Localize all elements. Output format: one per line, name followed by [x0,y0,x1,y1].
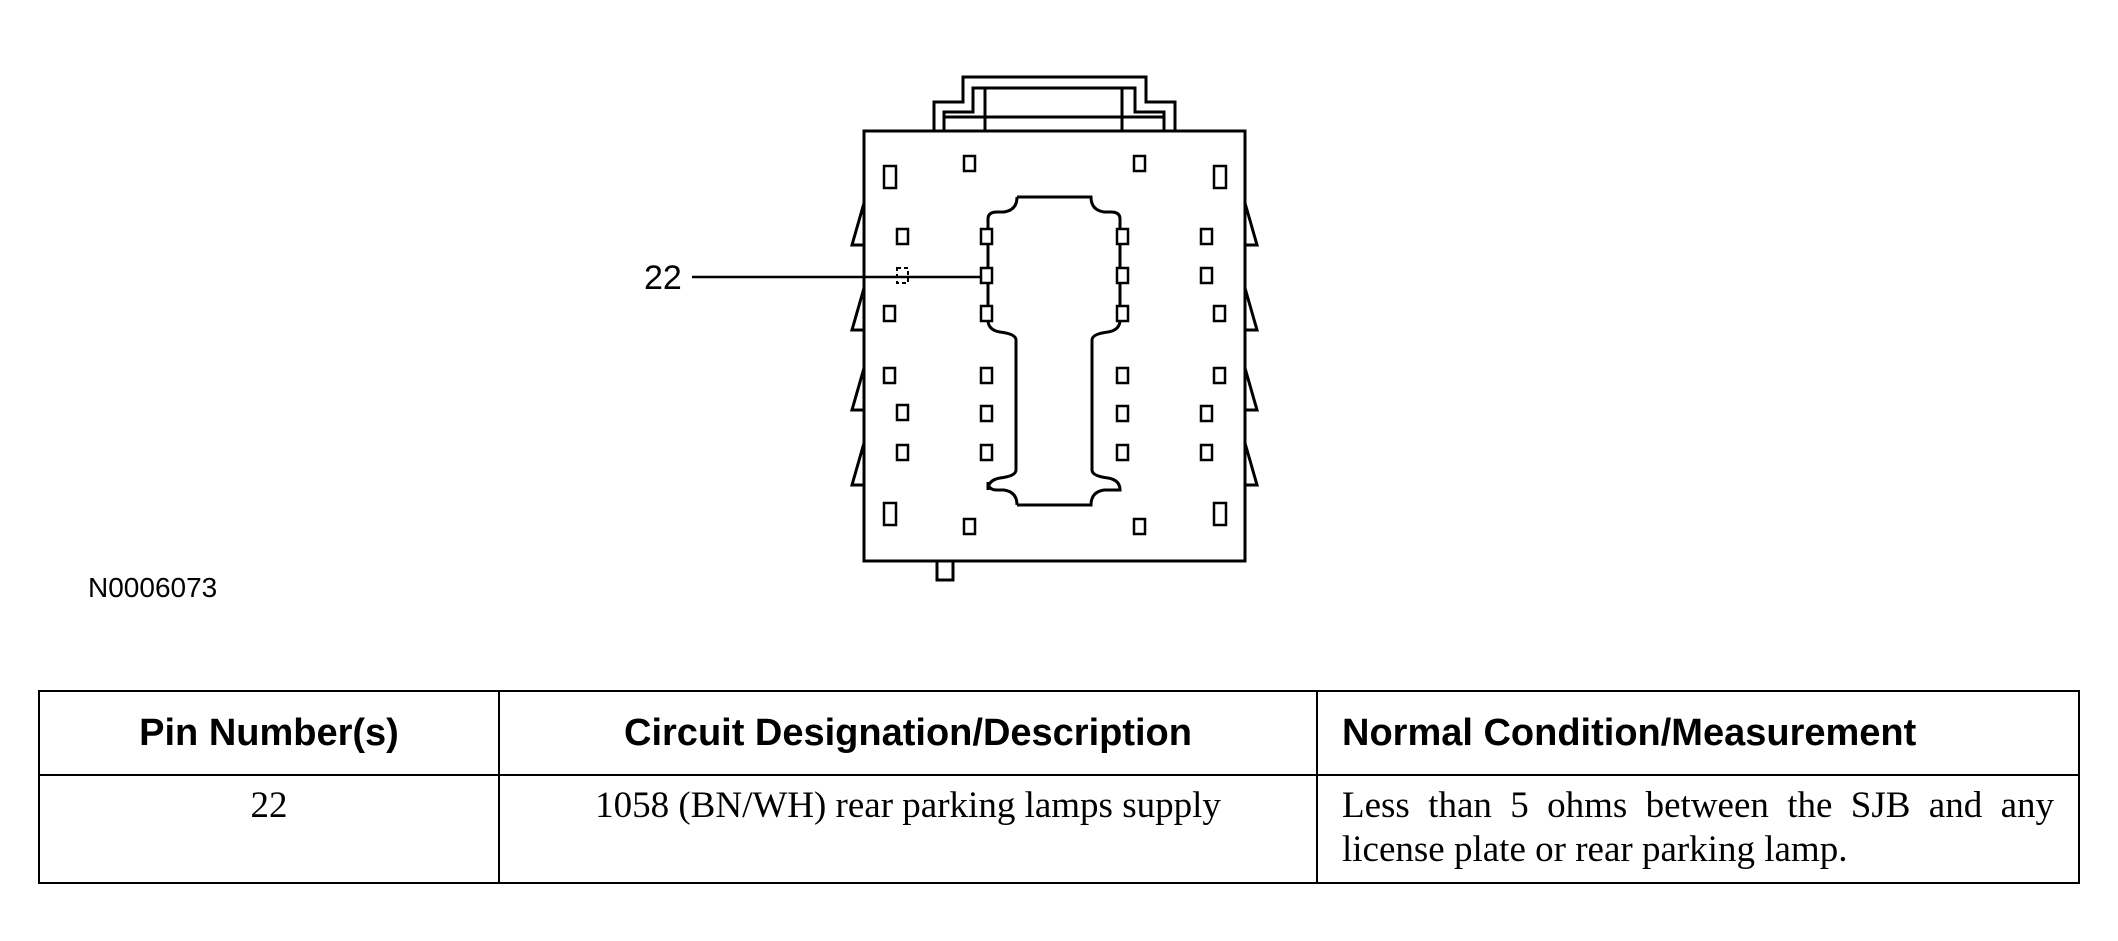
pin-22-label: 22 [644,259,682,297]
cavity [962,517,977,536]
table-header-row: Pin Number(s) Circuit Designation/Descri… [38,690,2080,776]
cavity [882,366,897,385]
cavity [962,154,977,173]
cavity [1212,164,1228,190]
cavity-hidden [896,267,909,284]
cavity [1115,404,1130,423]
pin-table: Pin Number(s) Circuit Designation/Descri… [38,690,2080,884]
cell-condition: Less than 5 ohms between the SJB and any… [1316,774,2080,884]
center-opening [986,196,1019,506]
cavity [1199,443,1214,462]
cavity [979,366,994,385]
cavity [979,304,994,323]
cavity [1115,266,1130,285]
cavity [979,227,994,246]
cavity [1115,443,1130,462]
cavity [882,501,898,527]
header-circuit: Circuit Designation/Description [498,690,1318,776]
cavity [979,266,994,285]
cavity [882,304,897,323]
table-row: 22 1058 (BN/WH) rear parking lamps suppl… [38,774,2080,884]
cavity [1132,154,1147,173]
latch-inner [983,86,1124,131]
cavity [1212,501,1228,527]
cavity [895,443,910,462]
cavity [895,227,910,246]
connector-body [862,129,1247,563]
cell-circuit: 1058 (BN/WH) rear parking lamps supply [498,774,1318,884]
header-condition: Normal Condition/Measurement [1316,690,2080,776]
cavity [1115,304,1130,323]
cavity [1115,366,1130,385]
cavity [1199,266,1214,285]
cavity [1212,366,1227,385]
cavity [1199,227,1214,246]
cavity [1212,304,1227,323]
latch-mid [942,86,1166,131]
cavity [1115,227,1130,246]
figure-id: N0006073 [88,572,218,603]
bottom-key [935,561,955,582]
cell-pin: 22 [38,774,500,884]
cavity [979,404,994,423]
cavity [1199,404,1214,423]
cavity [895,403,910,422]
latch-outer [932,75,1177,131]
cavity [882,164,898,190]
header-pin-number: Pin Number(s) [38,690,500,776]
cavity [1132,517,1147,536]
cavity [979,443,994,462]
connector-diagram: 22 [644,75,1259,582]
